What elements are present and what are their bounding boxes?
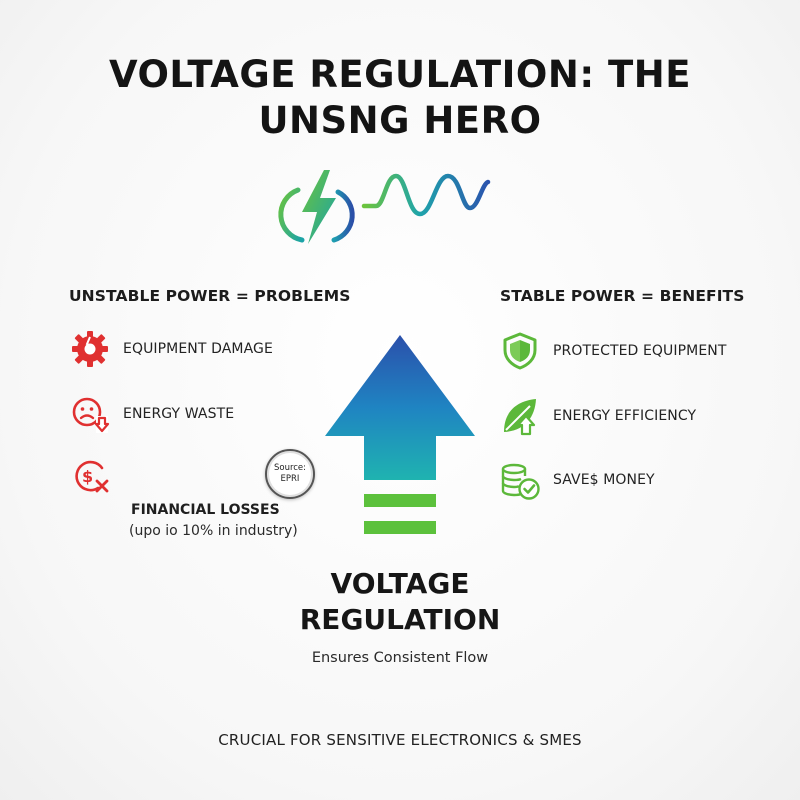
source-badge: Source: EPRI xyxy=(265,449,315,499)
title-line-1: VOLTAGE REGULATION: THE xyxy=(108,53,692,96)
footer-note: CRUCIAL FOR SENSITIVE ELECTRONICS & SMES xyxy=(218,731,582,749)
list-item-energy-waste: ENERGY WASTE xyxy=(70,394,234,434)
center-title: VOLTAGE REGULATION xyxy=(250,566,550,638)
center-subtitle: Ensures Consistent Flow xyxy=(311,650,489,666)
list-item-label: ENERGY WASTE xyxy=(123,406,235,422)
list-item-financial: $ xyxy=(70,456,110,496)
center-title-line-2: REGULATION xyxy=(299,603,501,636)
benefits-heading: STABLE POWER = BENEFITS xyxy=(500,287,745,305)
lightning-wave-logo-icon xyxy=(278,170,513,244)
coins-check-icon xyxy=(501,463,540,500)
dollar-x-icon: $ xyxy=(75,460,109,493)
list-item-save-money: SAVE$ MONEY xyxy=(500,460,655,500)
list-item-label: EQUIPMENT DAMAGE xyxy=(123,341,273,357)
leaf-up-arrow-icon xyxy=(504,399,536,436)
problems-heading: UNSTABLE POWER = PROBLEMS xyxy=(69,287,351,305)
list-item-label: ENERGY EFFICIENCY xyxy=(553,408,697,424)
svg-text:$: $ xyxy=(82,467,93,486)
list-item-energy-efficiency: ENERGY EFFICIENCY xyxy=(500,396,696,436)
shield-icon xyxy=(503,332,537,370)
list-item-label: PROTECTED EQUIPMENT xyxy=(553,343,727,359)
source-badge-line-1: Source: xyxy=(273,463,307,473)
up-arrow-icon xyxy=(325,335,475,534)
list-item-equipment-damage: EQUIPMENT DAMAGE xyxy=(70,329,273,369)
sad-face-down-arrow-icon xyxy=(72,397,110,433)
list-item-protected-equipment: PROTECTED EQUIPMENT xyxy=(500,331,727,371)
source-badge-line-2: EPRI xyxy=(280,474,300,484)
financial-losses-title: FINANCIAL LOSSES xyxy=(131,502,280,518)
title-line-2: UNSNG HERO xyxy=(258,99,542,142)
list-item-label: SAVE$ MONEY xyxy=(553,472,655,488)
gear-damage-icon xyxy=(72,331,108,367)
center-title-line-1: VOLTAGE xyxy=(330,567,470,600)
page-title: VOLTAGE REGULATION: THE UNSNG HERO xyxy=(0,52,800,144)
financial-losses-subtitle: (upo io 10% in industry) xyxy=(129,523,298,539)
